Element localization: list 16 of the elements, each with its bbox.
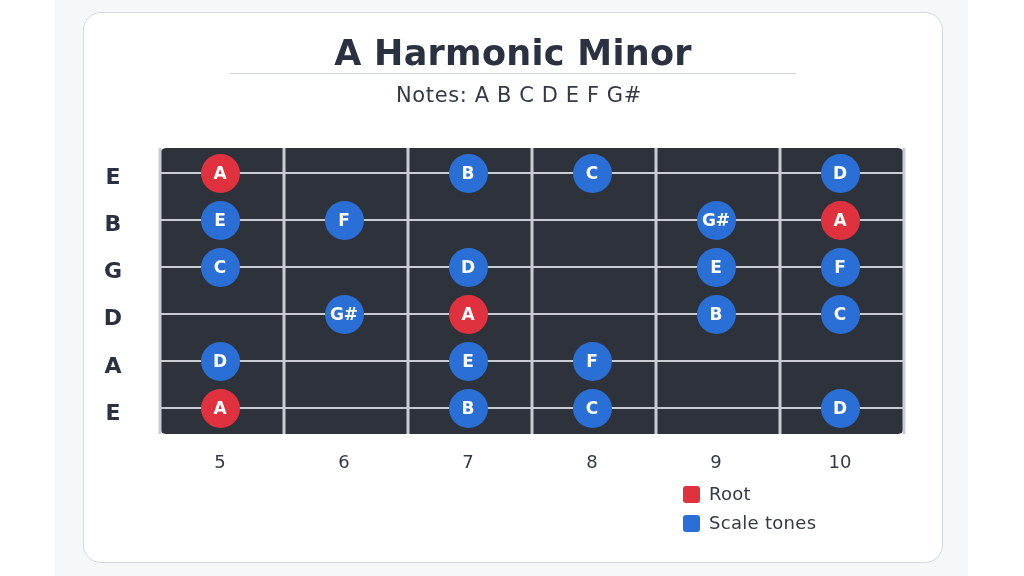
legend-label: Root (709, 483, 751, 505)
string-label: A (104, 352, 122, 380)
subtitle: Notes: A B C D E F G# (396, 83, 642, 109)
fret-number: 5 (214, 451, 226, 473)
fret-number: 7 (462, 451, 474, 473)
fret-number: 10 (828, 451, 852, 473)
fret-number: 6 (338, 451, 350, 473)
string-label: E (105, 399, 121, 427)
title: A Harmonic Minor (334, 35, 692, 71)
string-label: G (103, 257, 123, 285)
string-label: E (105, 163, 121, 191)
string-label: D (103, 304, 123, 332)
string-label: B (104, 210, 122, 238)
fret-number: 9 (710, 451, 722, 473)
legend-label: Scale tones (709, 512, 817, 534)
fret-number: 8 (586, 451, 598, 473)
